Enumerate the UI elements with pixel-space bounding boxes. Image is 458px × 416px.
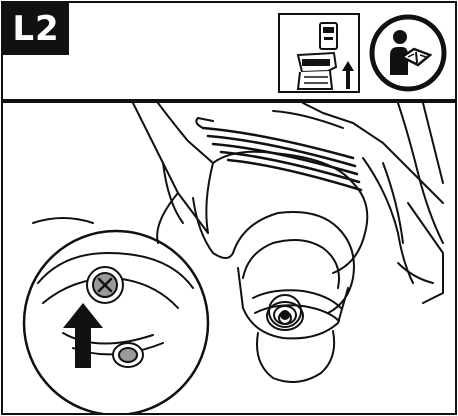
read-manual-icon: [368, 13, 448, 93]
panel-header: L2: [3, 3, 455, 103]
step-badge: L2: [3, 3, 69, 55]
illustration-scene: [3, 103, 455, 413]
battery-remove-icon: [278, 13, 360, 93]
